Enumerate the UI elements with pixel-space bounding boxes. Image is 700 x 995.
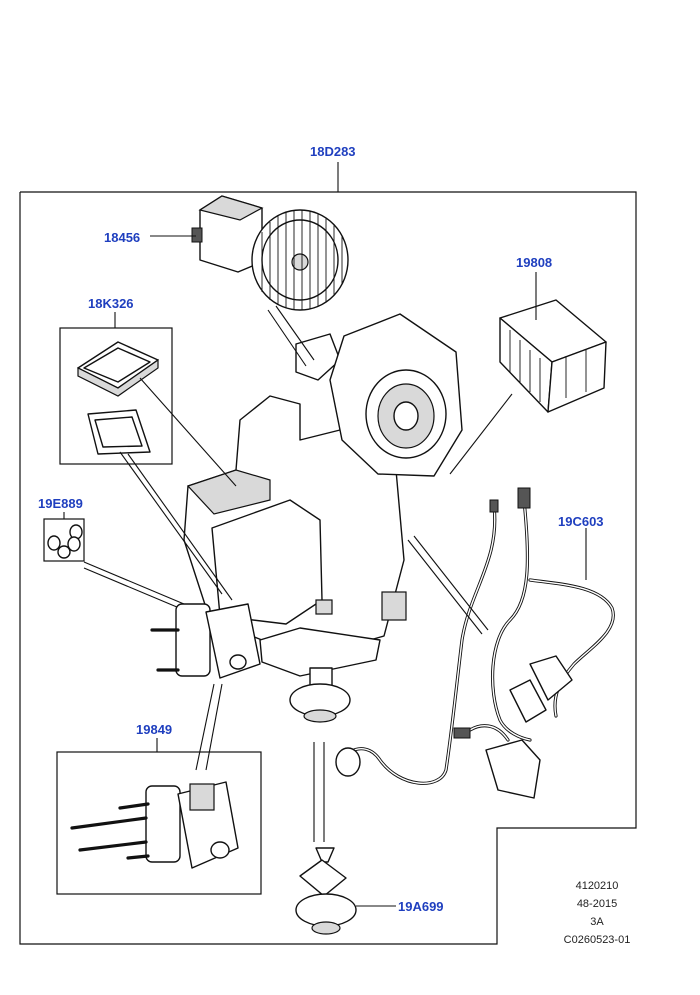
callout-gasket-kit: 18K326: [88, 296, 134, 311]
actuator-kit-box: [56, 751, 262, 895]
harness-pointer-b: [413, 535, 489, 631]
gasket-seal-upper: [77, 341, 159, 397]
blower-fins: [261, 210, 343, 310]
gasket-pointer-a: [139, 377, 237, 487]
callout-drain-valve: 19A699: [398, 899, 444, 914]
harness-pointer-a: [407, 539, 483, 635]
reference-line-3: 3A: [590, 916, 604, 928]
blower-pointer-b: [275, 305, 315, 361]
heater-housing: [183, 313, 463, 677]
reference-line-2: 48-2015: [576, 898, 618, 910]
drain-valve-mounted: [289, 667, 351, 723]
actuator-pointer-a: [195, 683, 215, 771]
blower-motor: [191, 195, 349, 311]
gasket-seal-lower: [87, 409, 151, 455]
gasket-pointer-b: [119, 451, 223, 595]
actuator-mounted: [150, 603, 261, 679]
filter-pointer: [449, 393, 513, 475]
pollen-filter: [499, 299, 607, 413]
callout-o-ring-kit: 19E889: [38, 496, 83, 511]
drain-valve-detail: [295, 847, 357, 935]
actuator-detail: [70, 781, 239, 869]
gasket-pointer-c: [127, 453, 233, 601]
gasket-kit-box: [59, 327, 173, 465]
o-ring-pointer-b: [83, 567, 185, 611]
callout-blower-motor: 18456: [104, 230, 141, 245]
wiring-harness: [335, 487, 615, 799]
reference-line-4: C0260523-01: [563, 934, 631, 946]
blower-pointer-a: [267, 309, 307, 367]
callout-filter: 19808: [516, 255, 553, 270]
callout-assembly: 18D283: [310, 144, 356, 159]
callout-actuator: 19849: [136, 722, 173, 737]
assembly-frame: [19, 191, 637, 945]
reference-line-1: 4120210: [575, 880, 619, 892]
callout-harness: 19C603: [558, 514, 604, 529]
o-ring-pointer-a: [83, 561, 185, 605]
o-rings: [47, 524, 83, 559]
actuator-pointer-b: [205, 683, 223, 771]
